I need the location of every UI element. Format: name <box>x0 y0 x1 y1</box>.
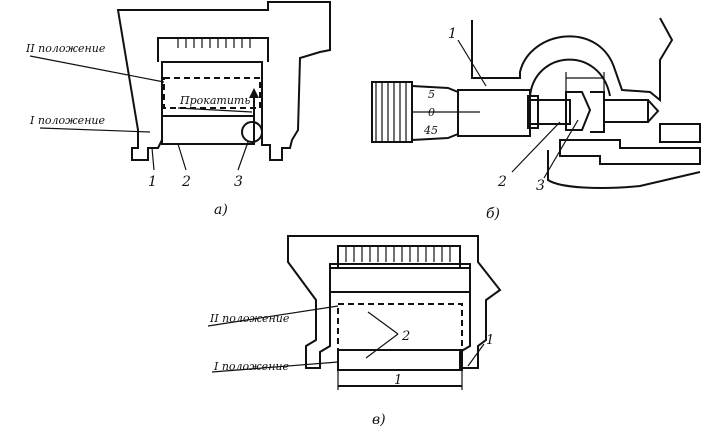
panel-c-solid-block <box>337 349 463 371</box>
panel-c-part-1: 1 <box>486 333 494 348</box>
panel-b-right-rod <box>603 99 649 123</box>
panel-a-roller <box>241 121 263 143</box>
panel-a-part-3: 3 <box>234 174 243 190</box>
panel-c-leader-2b <box>365 333 399 359</box>
panel-c-leader-2a <box>367 311 399 335</box>
panel-a-label-position-2: II положение <box>25 42 106 55</box>
panel-a-arrowhead <box>249 88 259 98</box>
panel-a-leader-2 <box>177 143 187 171</box>
panel-a-frame <box>116 1 331 161</box>
panel-b-leader-3 <box>543 119 579 179</box>
panel-b-mark-5: 5 <box>428 88 435 101</box>
panel-b-mark-0: 0 <box>428 106 435 119</box>
panel-b-barrel <box>457 89 531 137</box>
panel-b-lower-body <box>547 150 701 189</box>
panel-c-leader-pos2 <box>207 305 339 327</box>
panel-a-dashed-block <box>163 77 261 109</box>
panel-b-anvil-right <box>590 91 605 133</box>
panel-b-part-3: 3 <box>536 178 545 194</box>
panel-b-caption: б) <box>486 206 500 222</box>
panel-b-mark-45: 45 <box>423 124 438 137</box>
panel-a-caption: а) <box>214 202 228 218</box>
panel-a-label-position-1: I положение <box>29 114 106 127</box>
panel-b: 1 5 0 45 2 3 б) <box>371 17 701 222</box>
panel-a: II положение I положение Прокатить 1 2 3… <box>25 1 331 218</box>
panel-b-clamp <box>659 123 701 143</box>
panel-c-leader-1 <box>467 343 485 367</box>
panel-c-frame <box>287 235 502 369</box>
panel-c-label-position-2: II положение <box>209 312 290 325</box>
panel-b-leader-1 <box>457 39 487 87</box>
panel-b-spindle-knurl <box>527 95 539 129</box>
panel-c-caption: в) <box>372 412 386 428</box>
panel-c-label-position-1: I положение <box>213 360 290 373</box>
panel-a-leader-1 <box>151 147 155 171</box>
panel-b-rod-tip <box>647 99 660 123</box>
panel-c-part-2: 2 <box>401 329 410 344</box>
panel-a-leader-pos2 <box>29 55 165 83</box>
panel-a-leader-pos1 <box>39 127 151 133</box>
panel-a-solid-block <box>161 115 255 145</box>
panel-b-part-2: 2 <box>497 174 507 190</box>
panel-b-base <box>559 139 701 165</box>
panel-b-body <box>471 17 674 103</box>
panel-c-part-1-bottom: 1 <box>394 373 402 388</box>
panel-a-label-rotate: Прокатить <box>179 94 250 107</box>
panel-a-leader-rotate <box>177 107 253 113</box>
panel-b-knurl <box>375 82 407 142</box>
panel-c-dashed-block <box>337 303 463 351</box>
panel-c-leader-pos1 <box>211 361 339 373</box>
panel-a-scale-ticks <box>177 38 251 48</box>
panel-a-part-2: 2 <box>181 174 191 190</box>
panel-c: II положение I положение 2 1 1 в) <box>207 235 502 428</box>
panel-b-anvil <box>565 91 592 131</box>
panel-c-scale-ticks <box>345 246 451 262</box>
panel-a-leader-3 <box>237 141 249 171</box>
panel-c-upper-body <box>329 267 471 293</box>
panel-b-part-1: 1 <box>448 26 457 42</box>
panel-a-part-1: 1 <box>148 174 157 190</box>
panel-a-scale-body <box>157 37 269 62</box>
panel-b-spindle <box>529 99 571 125</box>
panel-b-leader-2 <box>511 121 561 173</box>
